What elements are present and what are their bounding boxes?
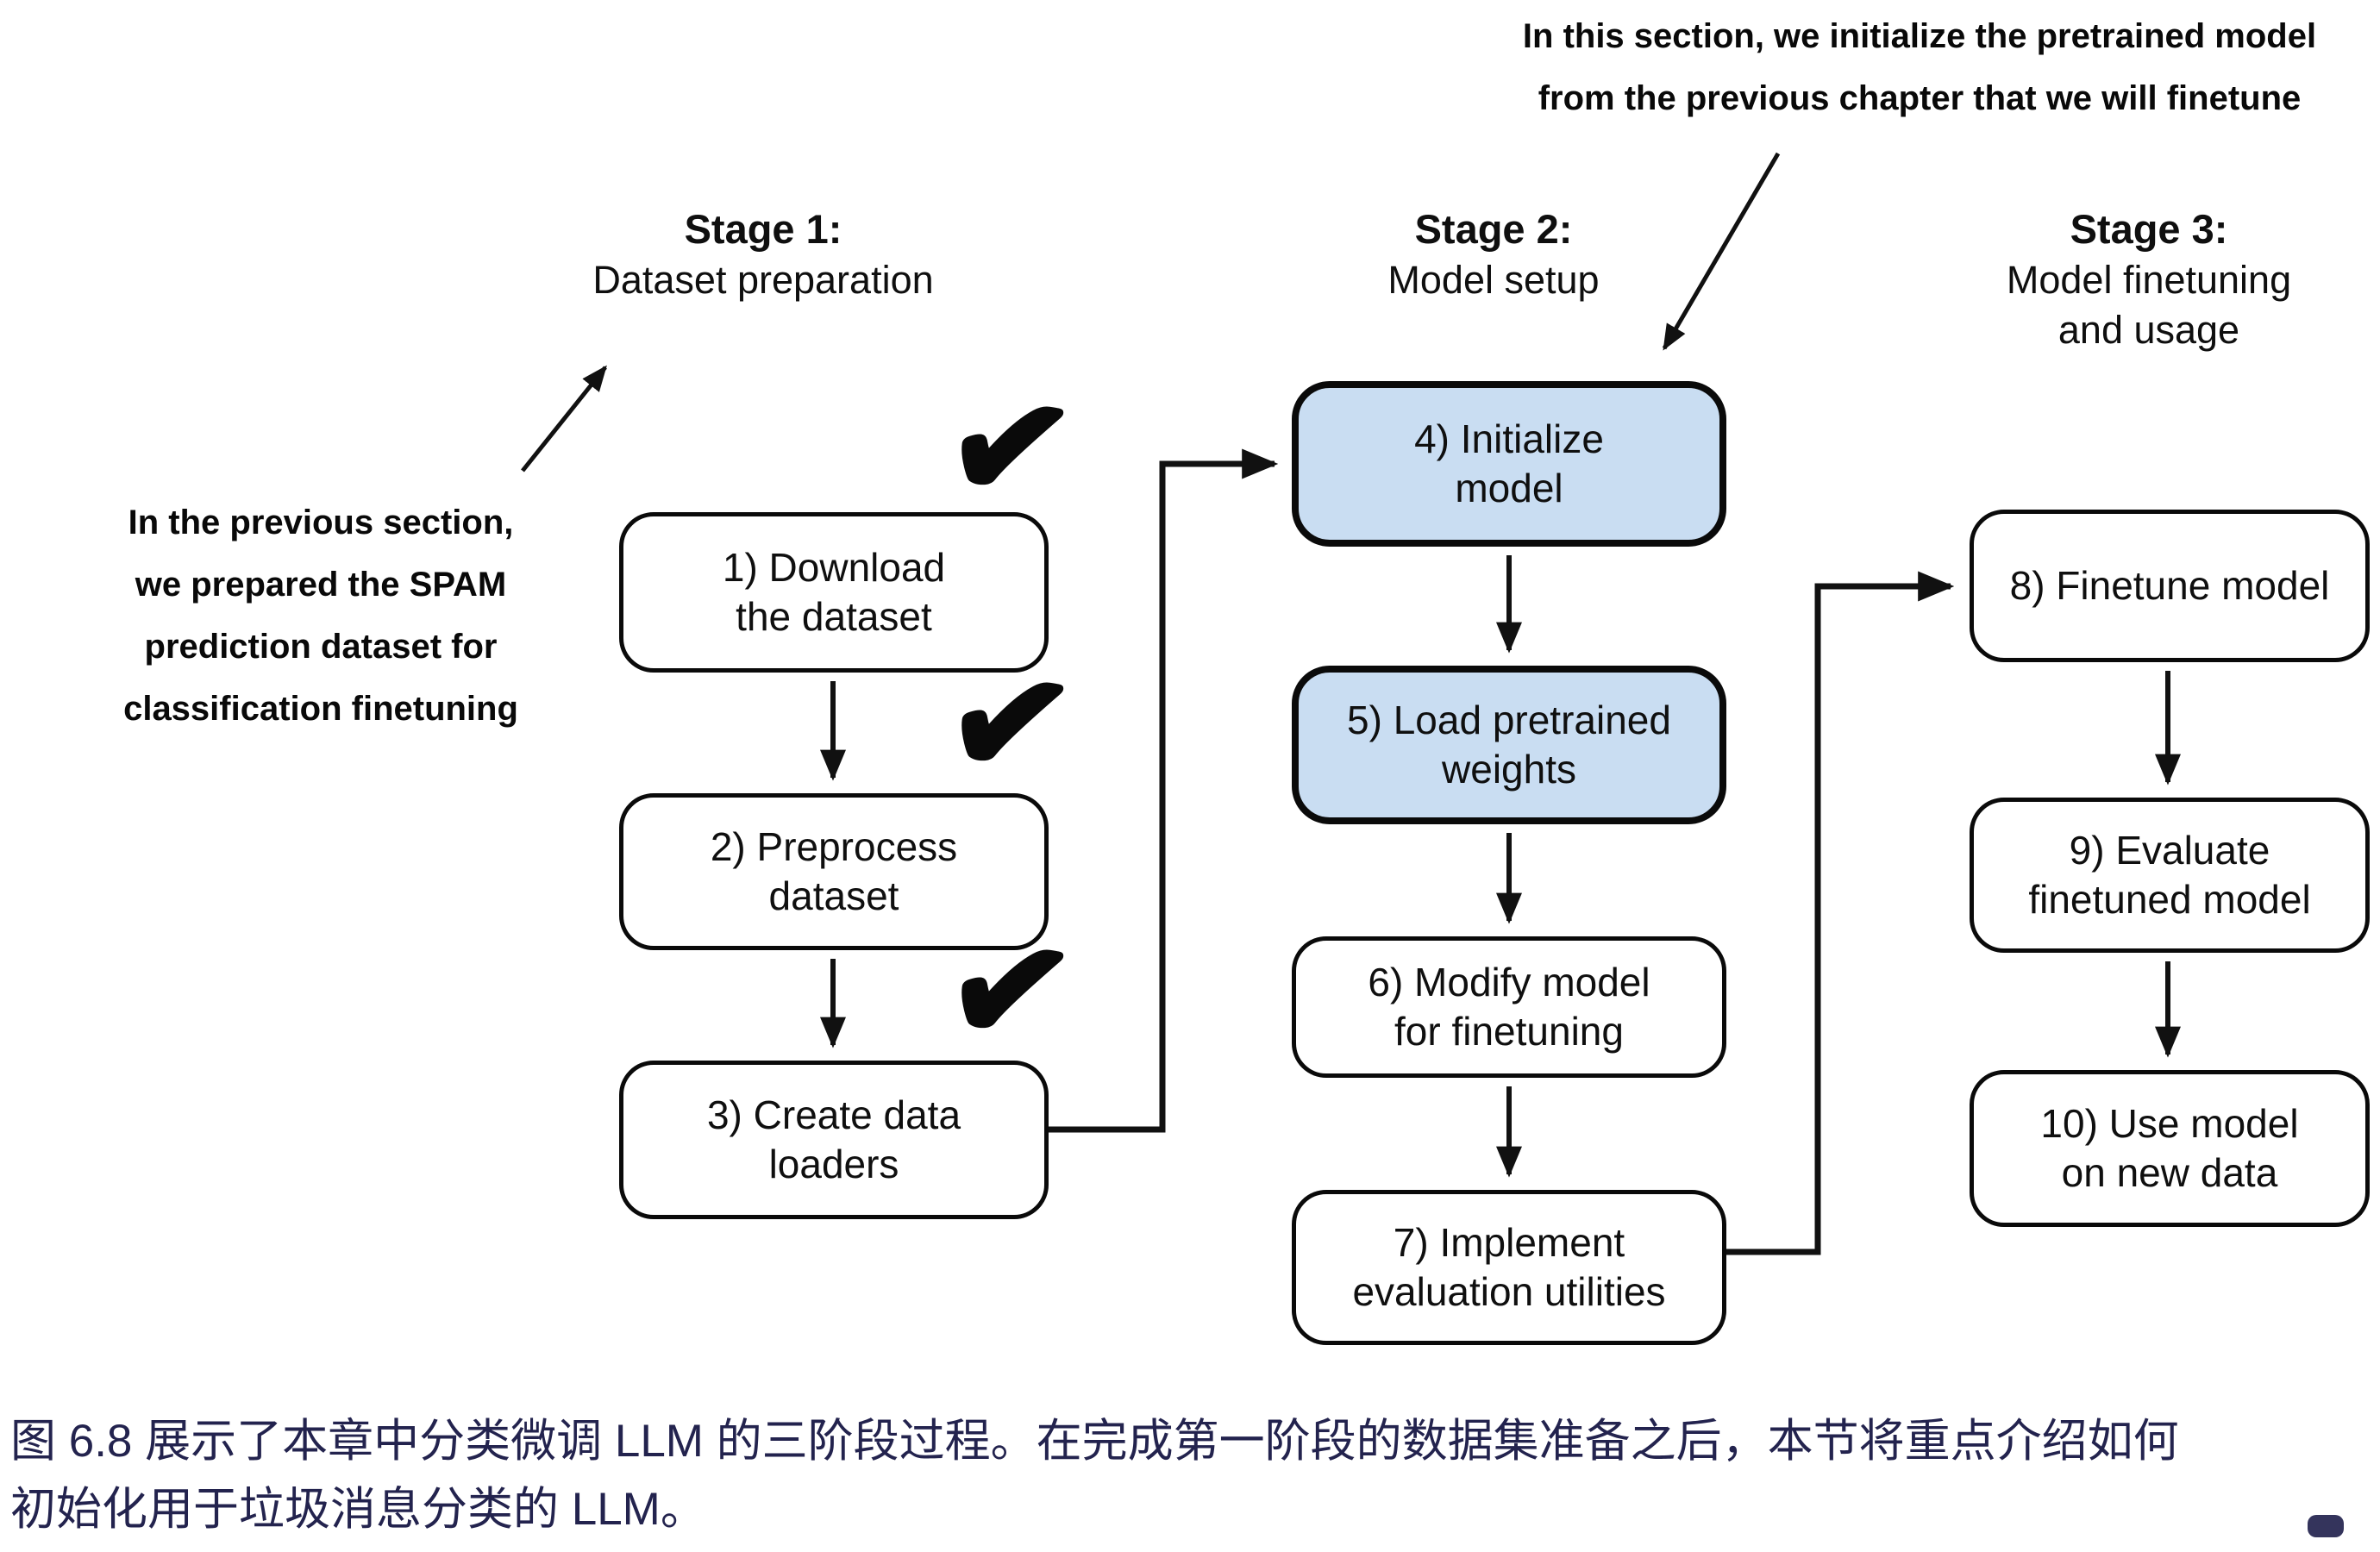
flow-box-finetune-model: 8) Finetune model xyxy=(1970,510,2370,662)
top-annotation: In this section, we initialize the pretr… xyxy=(1522,17,2317,117)
stage2-title: Stage 2: xyxy=(1414,206,1573,252)
stage1-subtitle: Dataset preparation xyxy=(592,258,934,302)
stage2-subtitle: Model setup xyxy=(1387,258,1600,302)
stage1-heading: Stage 1: Dataset preparation xyxy=(539,203,987,305)
elbow-box7-box8 xyxy=(1726,571,1955,1255)
flow-box-evaluation-utilities: 7) Implement evaluation utilities xyxy=(1292,1190,1726,1345)
flow-box-evaluate-model: 9) Evaluate finetuned model xyxy=(1970,798,2370,953)
arrow-top-note-to-box4 xyxy=(1662,152,1781,351)
stage3-title: Stage 3: xyxy=(2070,206,2228,252)
flow-box-load-pretrained-weights: 5) Load pretrained weights xyxy=(1292,666,1726,824)
stage1-title: Stage 1: xyxy=(684,206,842,252)
arrow-left-note-to-stage1 xyxy=(521,365,607,472)
figure-caption: 图 6.8 展示了本章中分类微调 LLM 的三阶段过程。在完成第一阶段的数据集准… xyxy=(10,1416,2179,1535)
flow-box-download-dataset: 1) Download the dataset xyxy=(619,512,1049,673)
cursor-artifact xyxy=(2308,1515,2344,1537)
stage3-subtitle: Model finetuning and usage xyxy=(2006,258,2292,352)
stage2-heading: Stage 2: Model setup xyxy=(1269,203,1718,305)
flow-box-initialize-model: 4) Initialize model xyxy=(1292,381,1726,547)
checkmark-icon: ✔ xyxy=(936,355,1085,541)
elbow-box3-box4 xyxy=(1049,448,1279,1133)
stage3-heading: Stage 3: Model finetuning and usage xyxy=(1925,203,2373,355)
flow-box-use-model: 10) Use model on new data xyxy=(1970,1070,2370,1227)
flow-box-create-data-loaders: 3) Create data loaders xyxy=(619,1061,1049,1219)
checkmark-icon: ✔ xyxy=(936,631,1085,817)
left-annotation: In the previous section, we prepared the… xyxy=(123,504,518,728)
flow-box-modify-model: 6) Modify model for finetuning xyxy=(1292,936,1726,1078)
checkmark-icon: ✔ xyxy=(936,898,1085,1084)
flow-box-preprocess-dataset: 2) Preprocess dataset xyxy=(619,793,1049,950)
